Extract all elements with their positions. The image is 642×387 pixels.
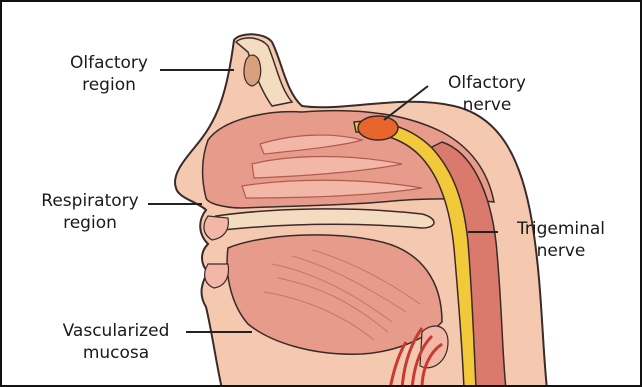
trigeminal-nerve-label: Trigeminal nerve xyxy=(502,218,620,262)
respiratory-region-label: Respiratory region xyxy=(28,190,152,234)
olfactory-bulb xyxy=(358,116,398,140)
vascularized-mucosa-label: Vascularized mucosa xyxy=(46,320,186,364)
olfactory-region-label: Olfactory region xyxy=(54,52,164,96)
olfactory-nerve-label: Olfactory nerve xyxy=(432,72,542,116)
frontal-sinus xyxy=(244,55,261,86)
